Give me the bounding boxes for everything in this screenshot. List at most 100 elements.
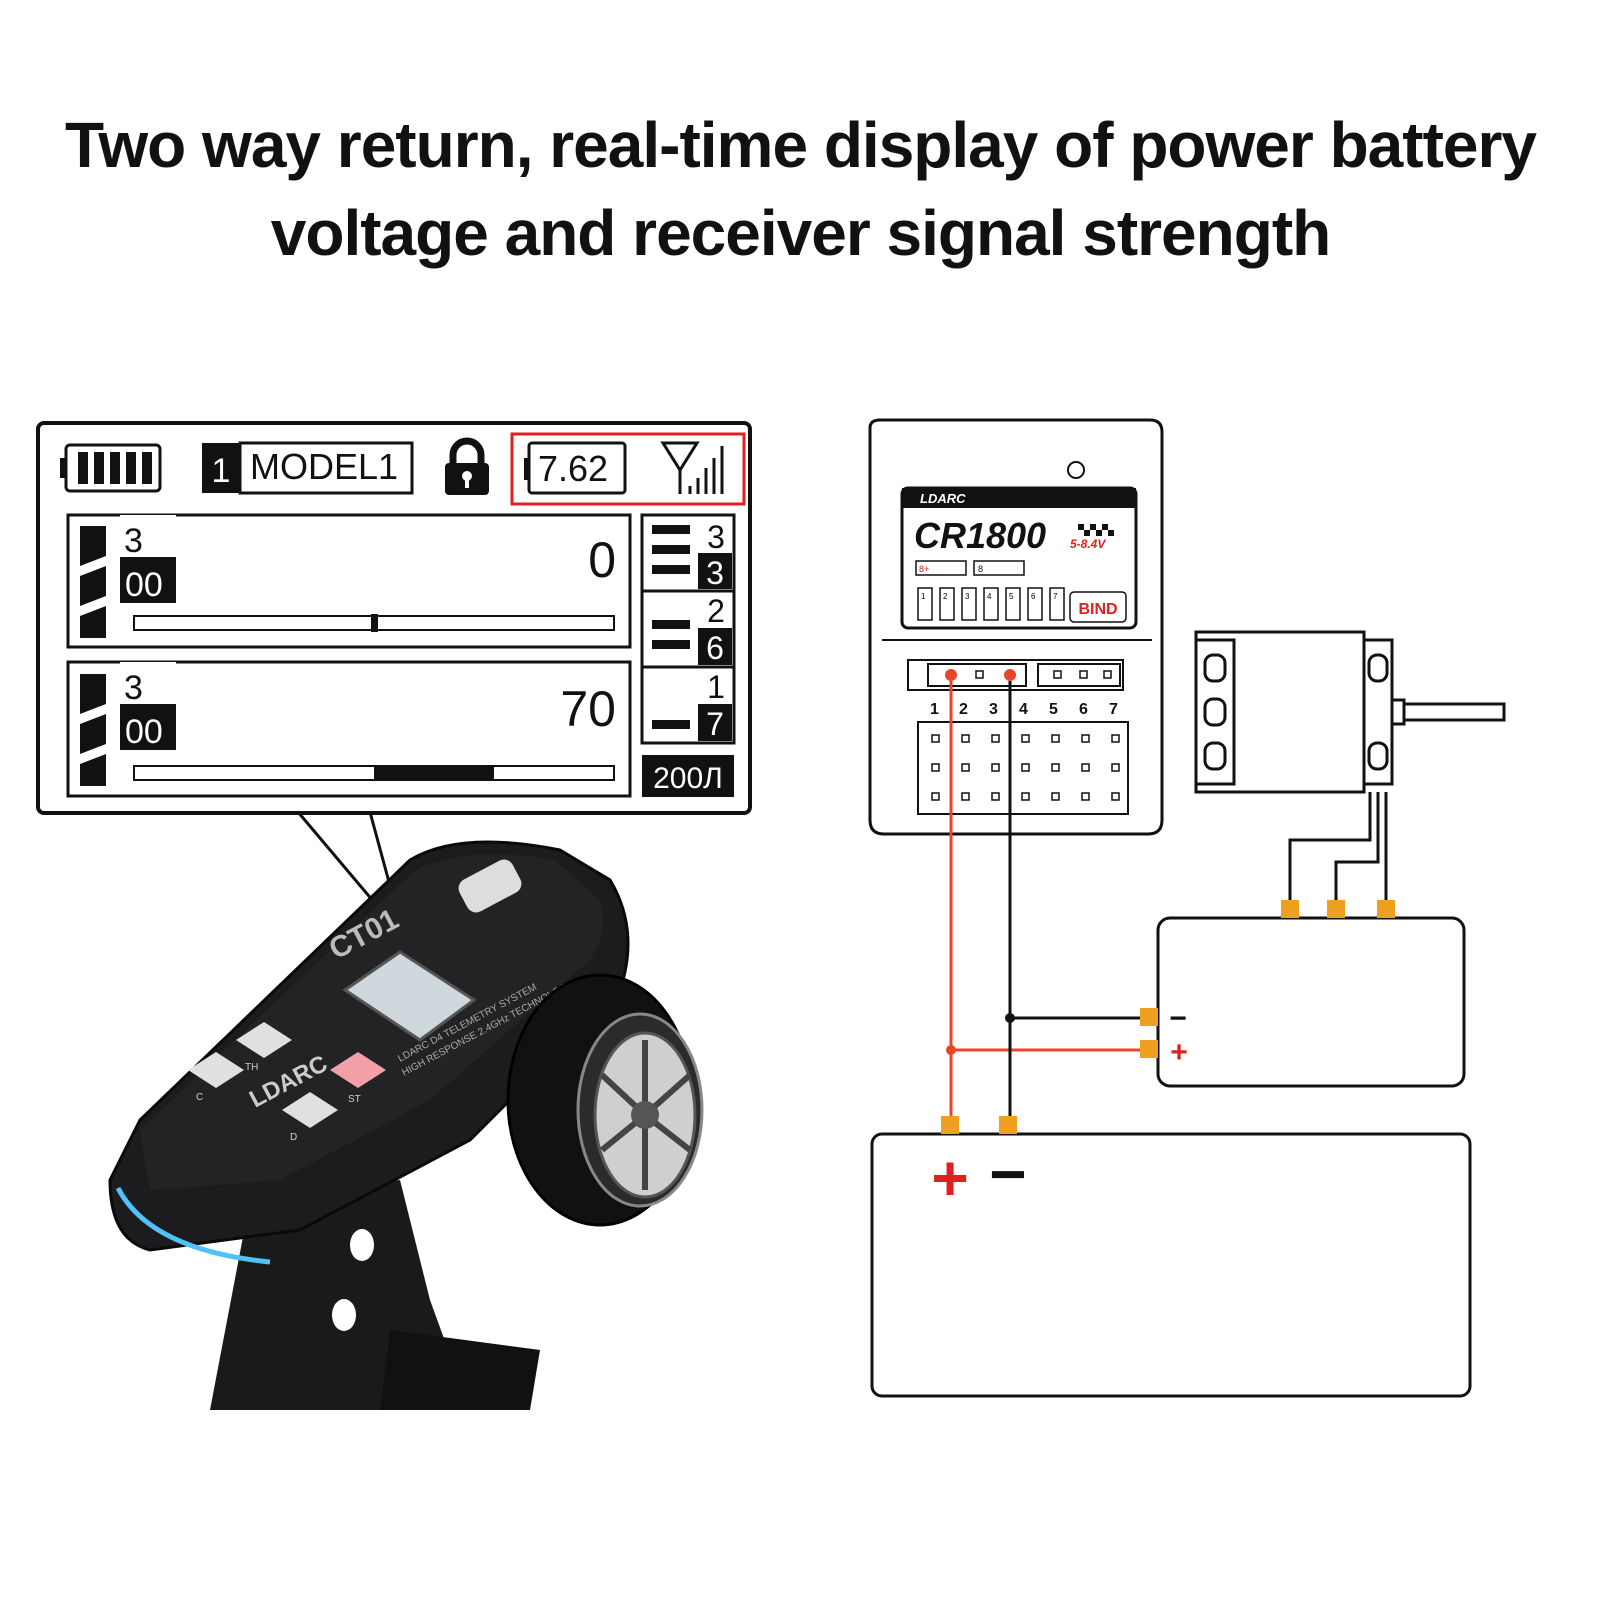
side-cell-1-bottom: 3 xyxy=(706,555,724,591)
trigger xyxy=(380,1330,540,1410)
side-stack: 3 3 2 6 1 7 200Л xyxy=(640,513,736,797)
transmitter-top-panel xyxy=(140,854,604,1190)
receiver-pin xyxy=(1021,763,1030,772)
svg-text:6: 6 xyxy=(1079,701,1088,718)
svg-text:7: 7 xyxy=(1109,701,1118,718)
svg-text:C: C xyxy=(196,1092,203,1103)
svg-text:2: 2 xyxy=(943,592,948,601)
svg-text:5: 5 xyxy=(1009,592,1014,601)
receiver-model: CR1800 xyxy=(914,515,1046,556)
bind-button xyxy=(1069,591,1127,623)
receiver-pin xyxy=(931,734,940,743)
receiver-pin-grid xyxy=(931,734,1120,801)
motor-shaft xyxy=(1402,702,1506,722)
signal-strength-icon xyxy=(660,441,724,494)
battery-minus-connector xyxy=(999,1116,1017,1134)
tx-button-c: C xyxy=(188,1052,244,1103)
receiver-pin xyxy=(1051,734,1060,743)
receiver-pin xyxy=(961,792,970,801)
esc-plus-connector xyxy=(1140,1040,1158,1058)
red-wire-junction xyxy=(946,1045,956,1055)
channel-1-panel: 3 00 0 xyxy=(66,513,632,649)
battery-plus-connector xyxy=(941,1116,959,1134)
receiver-pin xyxy=(1081,734,1090,743)
channel-2-mark xyxy=(80,674,106,786)
receiver-pin xyxy=(991,763,1000,772)
receiver-pin xyxy=(1081,763,1090,772)
channel-1-mark xyxy=(80,526,106,638)
receiver-mini-box-2 xyxy=(973,560,1025,576)
channel-2-value: 70 xyxy=(560,681,616,737)
bind-label: BIND xyxy=(1078,601,1117,618)
model-name-box xyxy=(238,441,414,495)
side-cell-1-top: 3 xyxy=(707,519,725,555)
side-cell-3-top: 1 xyxy=(707,669,725,705)
esc-motor-connector-1 xyxy=(1281,900,1299,918)
channel-2-label-bottom: 00 xyxy=(125,713,163,751)
esc-body xyxy=(1156,916,1466,1088)
esc-minus-label: − xyxy=(1169,1002,1187,1035)
svg-text:8+: 8+ xyxy=(919,564,929,574)
telemetry-highlight-box xyxy=(510,432,746,506)
svg-text:7: 7 xyxy=(1053,592,1058,601)
svg-text:ST: ST xyxy=(348,1094,361,1105)
side-footer: 200Л xyxy=(653,762,723,795)
led-strip xyxy=(115,1186,271,1265)
lock-icon xyxy=(445,437,489,495)
receiver-pin xyxy=(1021,792,1030,801)
svg-text:D: D xyxy=(290,1132,297,1143)
model-number: 1 xyxy=(212,452,231,490)
svg-text:6: 6 xyxy=(1031,592,1036,601)
headline-line-1: Two way return, real-time display of pow… xyxy=(65,109,1537,181)
channel-2-panel: 3 00 70 xyxy=(66,660,632,798)
svg-text:TH: TH xyxy=(245,1062,258,1073)
tx-battery-icon xyxy=(60,443,162,493)
receiver-pin xyxy=(961,763,970,772)
battery-plus-label: + xyxy=(931,1142,968,1214)
receiver-pin xyxy=(1111,792,1120,801)
receiver-pin xyxy=(1081,792,1090,801)
svg-text:3: 3 xyxy=(989,701,998,718)
model-name: MODEL1 xyxy=(250,446,398,487)
receiver-pin xyxy=(991,792,1000,801)
motor xyxy=(1194,630,1506,904)
svg-text:1: 1 xyxy=(930,701,939,718)
side-led-2 xyxy=(332,1299,356,1331)
channel-1-label-top: 3 xyxy=(124,522,143,560)
receiver-pin xyxy=(961,734,970,743)
receiver-led-hole xyxy=(1067,461,1085,479)
tx-button-d: D xyxy=(282,1092,338,1143)
channel-2-label-top: 3 xyxy=(124,669,143,707)
battery-body xyxy=(870,1132,1472,1398)
headline-line-2: voltage and receiver signal strength xyxy=(270,197,1331,269)
motor-wires xyxy=(1288,792,1388,904)
receiver-pin xyxy=(931,763,940,772)
svg-text:2: 2 xyxy=(959,701,968,718)
svg-text:4: 4 xyxy=(1019,701,1028,718)
receiver-pin xyxy=(1051,792,1060,801)
battery-minus-label: − xyxy=(989,1138,1026,1210)
thumb-wheel xyxy=(458,859,522,913)
receiver-checker-flag xyxy=(1078,524,1114,536)
receiver-pin xyxy=(1021,734,1030,743)
channel-1-label-bottom: 00 xyxy=(125,566,163,604)
steering-wheel xyxy=(506,973,704,1227)
receiver-brand: LDARC xyxy=(920,491,966,506)
side-footer-box xyxy=(642,755,734,797)
receiver-pin xyxy=(1111,763,1120,772)
esc-motor-connector-2 xyxy=(1327,900,1345,918)
tx-button-st: ST xyxy=(330,1052,386,1105)
black-wire-junction xyxy=(1005,1013,1015,1023)
side-cell-2-bottom: 6 xyxy=(706,630,724,666)
svg-text:4: 4 xyxy=(987,592,992,601)
receiver-pin-2-signal xyxy=(945,669,957,681)
receiver-voltage-range: 5-8.4V xyxy=(1070,537,1106,551)
svg-text:3: 3 xyxy=(965,592,970,601)
esc: − + xyxy=(1140,900,1466,1088)
transmitter-illustration: CT01 LDARC D4 TELEMETRY SYSTEM HIGH RESP… xyxy=(108,840,704,1410)
esc-minus-connector xyxy=(1140,1008,1158,1026)
model-number-box xyxy=(202,443,240,493)
receiver-pin xyxy=(1051,763,1060,772)
svg-text:1: 1 xyxy=(921,592,926,601)
